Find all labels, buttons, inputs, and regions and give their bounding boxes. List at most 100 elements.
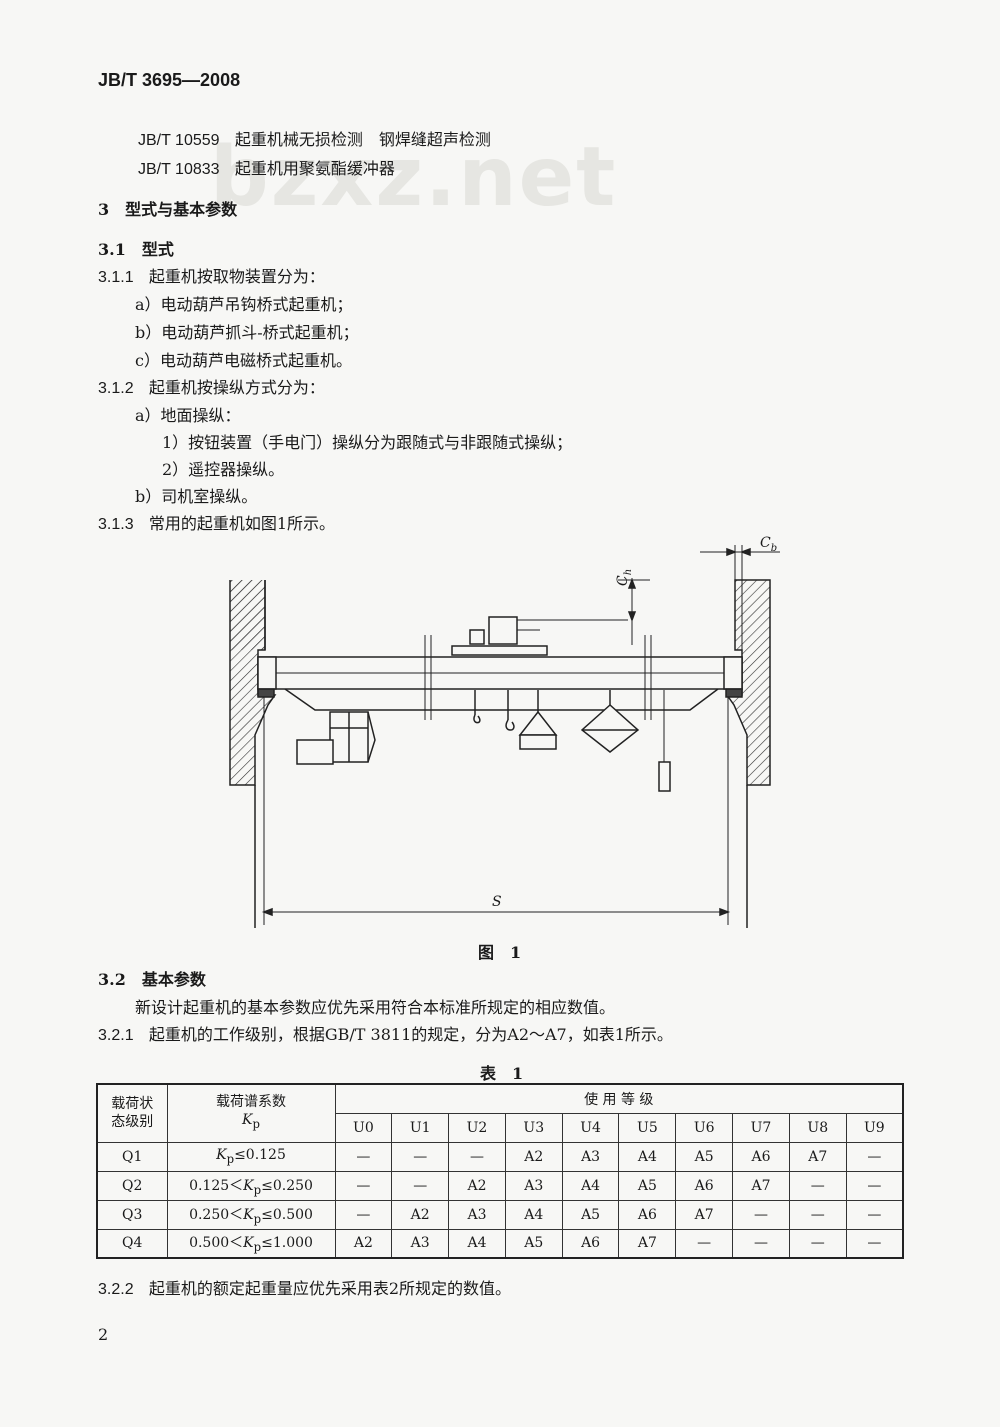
clause-3-1-3: 3.1.3 常用的起重机如图1所示。: [98, 510, 335, 534]
list-item: c）电动葫芦电磁桥式起重机。: [135, 351, 352, 370]
clause-text: 起重机的工作级别，根据GB/T 3811的规定，分为A2～A7，如表1所示。: [148, 1025, 673, 1044]
work-class-cell: —: [334, 1170, 393, 1201]
list-item: a）地面操纵：: [135, 406, 241, 425]
subsection-heading: 3.1 型式: [98, 240, 174, 259]
page-number: 2: [98, 1325, 109, 1344]
work-class-cell: —: [334, 1199, 393, 1230]
work-class-cell: A4: [448, 1228, 506, 1259]
trolley-base: [451, 645, 548, 656]
clause-3-2-2: 3.2.2 起重机的额定起重量应优先采用表2所规定的数值。: [98, 1275, 511, 1299]
work-class-cell: —: [675, 1228, 734, 1259]
list-subitem: 1）按钮装置（手电门）操纵分为跟随式与非跟随式操纵；: [162, 433, 573, 452]
header-usage-class: 使 用 等 级: [334, 1083, 904, 1114]
load-state-cell: Q2: [96, 1170, 168, 1201]
work-class-cell: —: [788, 1199, 847, 1230]
subsection-heading: 3.2 基本参数: [98, 970, 206, 989]
work-class-cell: —: [334, 1141, 393, 1172]
spectrum-factor-cell: Kp≤0.125: [166, 1141, 336, 1172]
clause-3-1-2: 3.1.2 起重机按操纵方式分为：: [98, 374, 325, 398]
table-caption: 表 1: [480, 1064, 524, 1083]
work-class-cell: —: [391, 1170, 450, 1201]
work-class-cell: A5: [561, 1199, 620, 1230]
work-class-cell: A2: [334, 1228, 393, 1259]
spectrum-factor-cell: 0.125＜Kp≤0.250: [166, 1170, 336, 1201]
spectrum-factor-cell: 0.250＜Kp≤0.500: [166, 1199, 336, 1230]
trolley-motor: [488, 616, 518, 645]
work-class-cell: A4: [504, 1199, 563, 1230]
dimension-label-s: S: [492, 894, 502, 910]
work-class-cell: —: [732, 1199, 790, 1230]
clause-3-1-1: 3.1.1 起重机按取物装置分为：: [98, 263, 325, 287]
work-class-cell: A7: [675, 1199, 734, 1230]
spectrum-factor-cell: 0.500＜Kp≤1.000: [166, 1228, 336, 1259]
usage-level-header: U1: [391, 1112, 450, 1143]
crane-figure: [229, 545, 780, 928]
reference-item: JB/T 10559 起重机械无损检测 钢焊缝超声检测: [138, 126, 491, 150]
work-class-cell: A7: [618, 1228, 677, 1259]
work-class-cell: A4: [618, 1141, 677, 1172]
list-item: a）电动葫芦吊钩桥式起重机；: [135, 295, 353, 314]
hook-icon: [473, 714, 481, 724]
usage-level-header: U6: [675, 1112, 734, 1143]
usage-level-header: U8: [788, 1112, 847, 1143]
work-class-cell: —: [788, 1170, 847, 1201]
clause-text: 起重机按操纵方式分为：: [148, 378, 325, 397]
magnet-icon: [580, 703, 640, 753]
dimension-label-ch: Ch: [615, 568, 634, 586]
work-class-cell: —: [845, 1141, 904, 1172]
grab-icon: [518, 710, 558, 736]
work-class-cell: A6: [618, 1199, 677, 1230]
pendant-control-icon: [658, 761, 671, 792]
clause-3-2-1: 3.2.1 起重机的工作级别，根据GB/T 3811的规定，分为A2～A7，如表…: [98, 1021, 673, 1045]
list-item: b）司机室操纵。: [135, 487, 258, 506]
list-subitem: 2）遥控器操纵。: [162, 460, 285, 479]
clause-text: 起重机按取物装置分为：: [148, 267, 325, 286]
usage-level-header: U5: [618, 1112, 677, 1143]
work-class-cell: A6: [675, 1170, 734, 1201]
clause-number: 3.1.2: [98, 380, 134, 397]
work-class-cell: A4: [561, 1170, 620, 1201]
section-heading: 3 型式与基本参数: [98, 200, 238, 219]
work-class-cell: A7: [788, 1141, 847, 1172]
work-class-cell: A3: [448, 1199, 506, 1230]
clause-number: 3.1.1: [98, 269, 134, 286]
work-class-cell: —: [448, 1141, 506, 1172]
work-class-cell: —: [845, 1170, 904, 1201]
usage-level-header: U2: [448, 1112, 506, 1143]
work-class-cell: A5: [504, 1228, 563, 1259]
work-class-cell: A2: [448, 1170, 506, 1201]
usage-level-header: U4: [561, 1112, 620, 1143]
clause-text: 常用的起重机如图1所示。: [148, 514, 336, 533]
reference-title: 起重机械无损检测 钢焊缝超声检测: [234, 130, 491, 149]
work-class-cell: A7: [732, 1170, 790, 1201]
paragraph: 新设计起重机的基本参数应优先采用符合本标准所规定的相应数值。: [135, 998, 616, 1017]
watermark: bzxz.net: [210, 130, 618, 225]
work-class-cell: A5: [618, 1170, 677, 1201]
work-class-cell: —: [845, 1199, 904, 1230]
reference-code: JB/T 10559: [138, 132, 220, 149]
clause-number: 3.1.3: [98, 516, 134, 533]
work-class-cell: —: [391, 1141, 450, 1172]
usage-level-header: U7: [732, 1112, 790, 1143]
reference-title: 起重机用聚氨酯缓冲器: [234, 159, 395, 178]
header-load-state: 载荷状态级别: [96, 1083, 168, 1143]
left-wall: [229, 580, 277, 786]
work-class-cell: A3: [391, 1228, 450, 1259]
work-class-cell: A3: [561, 1141, 620, 1172]
usage-level-header: U3: [504, 1112, 563, 1143]
load-state-cell: Q1: [96, 1141, 168, 1172]
clause-number: 3.2.2: [98, 1281, 134, 1298]
reference-item: JB/T 10833 起重机用聚氨酯缓冲器: [138, 155, 395, 179]
list-item: b）电动葫芦抓斗-桥式起重机；: [135, 323, 359, 342]
work-class-cell: —: [732, 1228, 790, 1259]
load-state-cell: Q4: [96, 1228, 168, 1259]
work-class-cell: A5: [675, 1141, 734, 1172]
usage-level-header: U0: [334, 1112, 393, 1143]
